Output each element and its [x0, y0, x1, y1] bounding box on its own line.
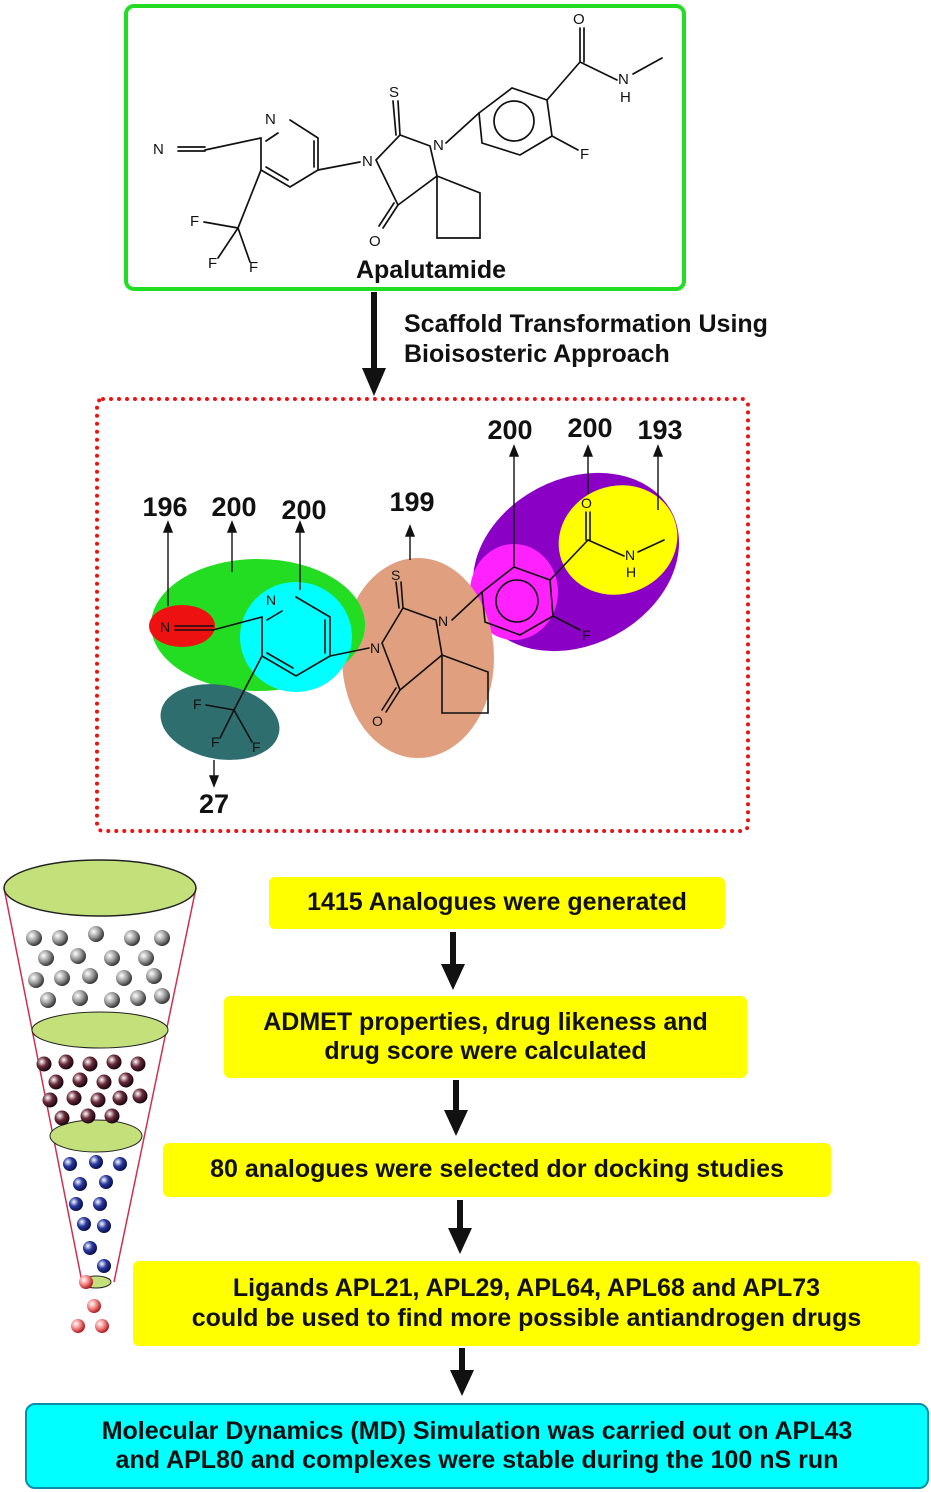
apalutamide-panel [124, 4, 686, 291]
step-5-text-line-2: and APL80 and complexes were stable duri… [115, 1446, 839, 1474]
transform-arrow [362, 292, 386, 396]
step-1-text: 1415 Analogues were generated [307, 888, 687, 917]
frag-atom-f-3: F [252, 739, 261, 755]
atom-n-amide: N [618, 71, 629, 88]
atom-h-amide: H [620, 89, 631, 106]
step-4-text-line-1: Ligands APL21, APL29, APL64, APL68 and A… [232, 1274, 821, 1302]
step-4-text-line-2: could be used to find more possible anti… [191, 1303, 862, 1332]
apalutamide-structure: N N F F F N N S O O N H F [153, 11, 663, 276]
atom-f-phenyl: F [580, 146, 589, 163]
region-cyan-pyridine [240, 582, 352, 692]
count-phenyl: 200 [487, 415, 533, 445]
frag-atom-n-amine: N [438, 613, 448, 629]
count-amide-methyl: 193 [637, 415, 683, 445]
frag-atom-h-amide: H [626, 564, 636, 580]
frag-atom-f-1: F [193, 696, 202, 712]
compound-name: Apalutamide [355, 256, 507, 284]
region-magenta-phenyl [470, 544, 558, 640]
atom-f-cf3-3: F [249, 259, 258, 276]
atom-o-amide: O [573, 11, 585, 28]
atom-n-pyridine: N [265, 111, 276, 128]
atom-f-cf3-1: F [190, 213, 199, 230]
transform-label-line-2: Bioisosteric Approach [404, 339, 670, 368]
frag-atom-f-2: F [211, 734, 220, 750]
frag-atom-f-phenyl: F [582, 627, 591, 643]
fragment-panel [95, 397, 750, 833]
frag-atom-o-ring: O [372, 713, 383, 729]
step-5-text-line-1: Molecular Dynamics (MD) Simulation was c… [101, 1416, 853, 1445]
atom-s: S [389, 84, 399, 101]
atom-o-ring: O [369, 233, 381, 250]
step-2-text-line-1: ADMET properties, drug likeness and [263, 1007, 708, 1036]
screening-funnel [3, 859, 197, 1333]
step-docking-selection: 80 analogues were selected dor docking s… [163, 1143, 831, 1197]
frag-atom-n-nitrile: N [160, 619, 170, 635]
count-pyridine-ring: 200 [211, 492, 257, 522]
atom-n-nitrile: N [153, 141, 164, 158]
frag-atom-n-amide: N [625, 547, 635, 563]
region-yellow-amide [558, 485, 678, 595]
frag-atom-o-amide: O [581, 495, 592, 511]
count-cf3: 27 [198, 789, 230, 819]
step-md-simulation: Molecular Dynamics (MD) Simulation was c… [25, 1403, 929, 1489]
fragment-structure: N N F F F N N S O O N H F [149, 444, 680, 788]
atom-f-cf3-2: F [208, 255, 217, 272]
step-2-text-line-2: drug score were calculated [324, 1037, 647, 1065]
region-salmon-thiohydantoin [342, 558, 494, 758]
frag-atom-n-imide: N [370, 640, 380, 656]
atom-n-amine: N [433, 137, 444, 154]
count-thiohydantoin: 199 [389, 487, 435, 517]
atom-n-imide: N [362, 153, 373, 170]
count-nitrile: 196 [142, 492, 188, 522]
step-ligands: Ligands APL21, APL29, APL64, APL68 and A… [133, 1261, 920, 1346]
step-analogues-generated: 1415 Analogues were generated [269, 877, 725, 929]
step-admet: ADMET properties, drug likeness and drug… [224, 996, 747, 1078]
count-amide-top: 200 [567, 413, 613, 443]
transform-label: Scaffold Transformation Using Bioisoster… [404, 310, 768, 369]
frag-atom-n-pyridine: N [266, 592, 276, 608]
frag-atom-s: S [391, 567, 400, 583]
count-pyridine-n: 200 [281, 495, 327, 525]
step-3-text: 80 analogues were selected dor docking s… [210, 1155, 784, 1184]
region-teal-cf3 [160, 684, 280, 760]
transform-label-line-1: Scaffold Transformation Using [404, 310, 768, 338]
